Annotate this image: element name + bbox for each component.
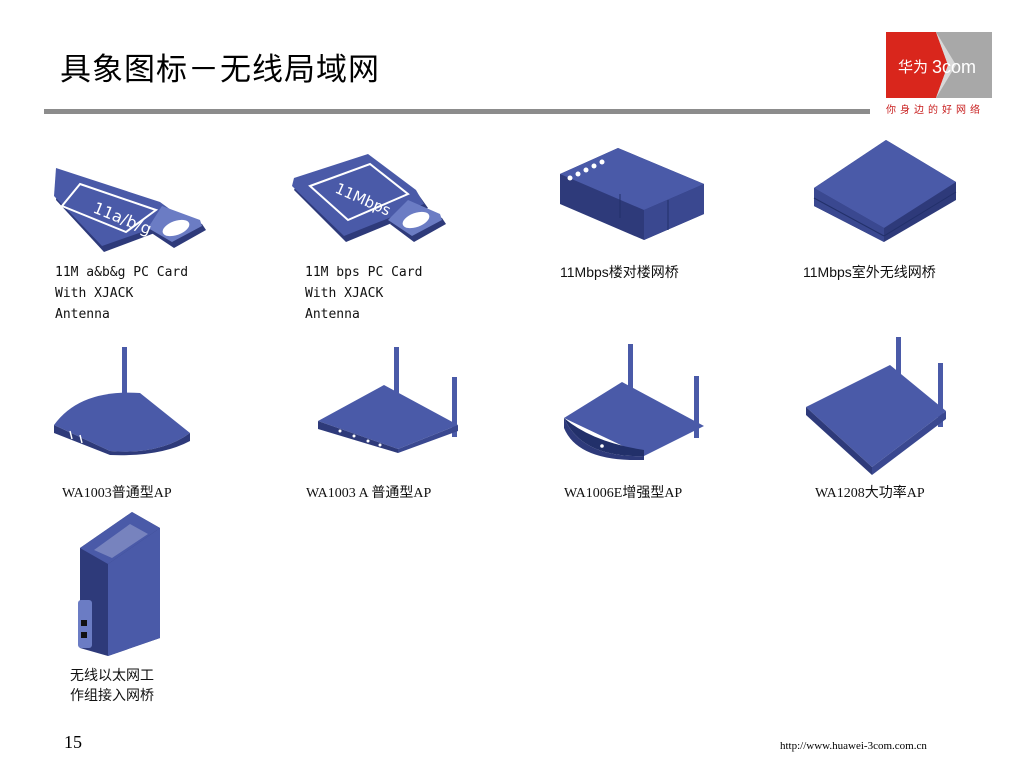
logo-brand-cn: 华为 — [898, 58, 928, 76]
device-label-pc-card-bps: 11M bps PC Card With XJACK Antenna — [305, 265, 423, 322]
footer-url: http://www.huawei-3com.com.cn — [780, 740, 927, 752]
pc-card-icon: 11a/b/g — [54, 168, 206, 252]
title-divider — [44, 109, 870, 114]
access-point-icon — [318, 347, 458, 453]
device-label-wa1006e: WA1006E增强型AP — [564, 486, 683, 501]
access-point-icon — [54, 347, 190, 456]
device-label-bridge-outdoor: 11Mbps室外无线网桥 — [803, 264, 936, 280]
device-label-wa1003a: WA1003 A 普通型AP — [306, 486, 432, 501]
logo-brand-en: 3com — [932, 57, 976, 77]
access-point-icon — [564, 344, 704, 460]
device-label-wa1003: WA1003普通型AP — [62, 486, 172, 501]
logo-slogan: 你身边的好网络 — [886, 105, 984, 116]
bridge-box-icon — [560, 148, 704, 240]
page-number: 15 — [64, 732, 82, 752]
device-label-workgroup-bridge: 无线以太网工 作组接入网桥 — [70, 667, 154, 703]
slide-title: 具象图标－无线局域网 — [60, 52, 380, 88]
access-point-icon — [806, 337, 946, 475]
device-label-pc-card-abg: 11M a&b&g PC Card With XJACK Antenna — [55, 265, 189, 322]
pc-card-icon: 11Mbps — [292, 154, 446, 242]
device-label-wa1208: WA1208大功率AP — [815, 486, 925, 501]
huawei-3com-logo: 华为 3com — [886, 32, 992, 98]
outdoor-bridge-icon — [813, 140, 957, 242]
device-label-bridge-building: 11Mbps楼对楼网桥 — [560, 264, 679, 280]
workgroup-bridge-icon — [78, 512, 160, 656]
